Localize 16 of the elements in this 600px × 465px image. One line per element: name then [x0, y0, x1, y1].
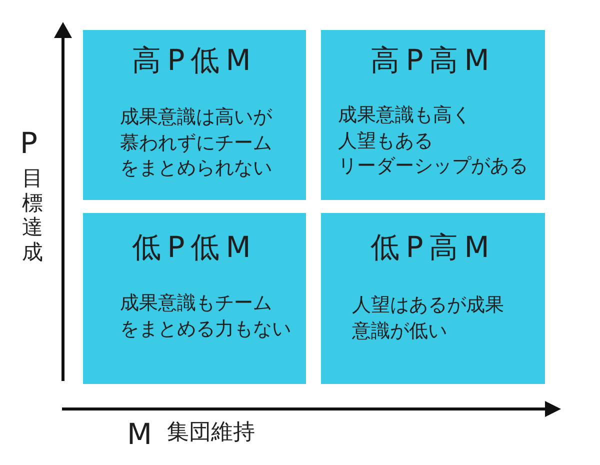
axis-label: 目標達成 [22, 166, 43, 264]
quadrant-heading: 高P高M [370, 43, 496, 77]
quadrant-box [321, 213, 545, 384]
quadrant-box [83, 30, 306, 200]
quadrant-heading: 高P低M [132, 43, 257, 77]
quadrant-description: 人望はあるが成果意識が低い [352, 293, 504, 344]
quadrant-box [321, 30, 545, 200]
axis-label: P [20, 129, 38, 158]
quadrant-box [83, 213, 306, 384]
quadrant-description: 成果意識もチームをまとめる力もない [120, 291, 291, 342]
quadrant-heading: 低P高M [370, 230, 496, 264]
quadrant-description: 成果意識も高く人望もあるリーダーシップがある [338, 103, 528, 179]
axis-label: 集団維持 [167, 422, 255, 444]
axis-label: M [127, 420, 152, 449]
quadrant-heading: 低P低M [132, 230, 257, 264]
quadrant-description: 成果意識は高いが慕われずにチームをまとめられない [120, 105, 272, 181]
